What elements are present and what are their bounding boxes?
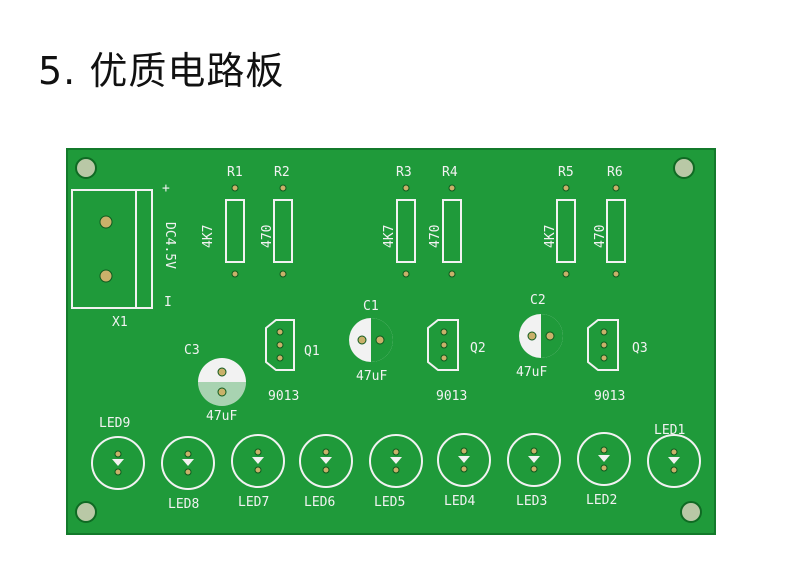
led-ref: LED4 <box>444 494 475 509</box>
resistor-r1: R1 4K7 <box>201 165 245 278</box>
led-ref: LED2 <box>586 493 617 508</box>
connector-minus: I <box>164 295 172 310</box>
capacitor-ref: C1 <box>363 299 379 314</box>
resistor-r6: R6 470 <box>593 165 626 278</box>
pcb-photo: X1 + I DC4.5V R1 4K7 R2 470 R3 4K7 R4 47… <box>66 148 716 535</box>
mounting-hole <box>75 157 97 179</box>
mounting-hole <box>75 501 97 523</box>
led-4: LED4 <box>437 433 491 509</box>
resistor-value: 470 <box>593 225 608 248</box>
led-ref: LED8 <box>168 497 199 512</box>
led-2: LED2 <box>577 432 631 508</box>
transistor-q2: Q2 9013 <box>427 319 486 404</box>
resistor-ref: R1 <box>227 165 243 180</box>
resistor-r2: R2 470 <box>260 165 293 278</box>
resistor-r5: R5 4K7 <box>543 165 576 278</box>
resistor-value: 4K7 <box>543 225 558 248</box>
resistor-ref: R2 <box>274 165 290 180</box>
resistor-r4: R4 470 <box>428 165 462 278</box>
capacitor-ref: C3 <box>184 343 200 358</box>
transistor-q3: Q3 9013 <box>587 319 648 404</box>
led-ref: LED3 <box>516 494 547 509</box>
led-8: LED8 <box>161 436 215 512</box>
led-3: LED3 <box>507 433 561 509</box>
resistor-ref: R5 <box>558 165 574 180</box>
resistor-value: 470 <box>428 225 443 248</box>
transistor-ref: Q1 <box>304 344 320 359</box>
mounting-hole <box>680 501 702 523</box>
led-7: LED7 <box>231 434 285 510</box>
led-5: LED5 <box>369 434 423 510</box>
transistor-ref: Q2 <box>470 341 486 356</box>
mounting-hole <box>673 157 695 179</box>
led-6: LED6 <box>299 434 353 510</box>
resistor-ref: R3 <box>396 165 412 180</box>
resistor-r3: R3 4K7 <box>382 165 416 278</box>
resistor-value: 470 <box>260 225 275 248</box>
led-ref: LED5 <box>374 495 405 510</box>
transistor-part: 9013 <box>436 389 467 404</box>
capacitor-c1: C1 47uF <box>349 299 393 384</box>
resistor-ref: R4 <box>442 165 458 180</box>
capacitor-value: 47uF <box>356 369 387 384</box>
pcb-board: X1 + I DC4.5V R1 4K7 R2 470 R3 4K7 R4 47… <box>66 148 716 535</box>
led-ref: LED7 <box>238 495 269 510</box>
resistor-value: 4K7 <box>201 225 216 248</box>
resistor-ref: R6 <box>607 165 623 180</box>
connector-voltage: DC4.5V <box>162 222 177 269</box>
led-ref: LED6 <box>304 495 335 510</box>
page-heading: 5. 优质电路板 <box>38 49 285 93</box>
capacitor-ref: C2 <box>530 293 546 308</box>
led-1: LED1 <box>647 423 701 488</box>
capacitor-value: 47uF <box>206 409 237 424</box>
capacitor-c3: C3 47uF <box>184 343 246 424</box>
connector-ref: X1 <box>112 315 128 330</box>
transistor-part: 9013 <box>268 389 299 404</box>
led-9: LED9 <box>91 416 145 490</box>
transistor-part: 9013 <box>594 389 625 404</box>
transistor-q1: Q1 9013 <box>265 319 320 404</box>
resistor-value: 4K7 <box>382 225 397 248</box>
led-ref: LED9 <box>99 416 130 431</box>
capacitor-c2: C2 47uF <box>516 293 563 380</box>
transistor-ref: Q3 <box>632 341 648 356</box>
connector-x1: X1 + I DC4.5V <box>71 181 177 330</box>
capacitor-value: 47uF <box>516 365 547 380</box>
connector-plus: + <box>162 181 170 196</box>
